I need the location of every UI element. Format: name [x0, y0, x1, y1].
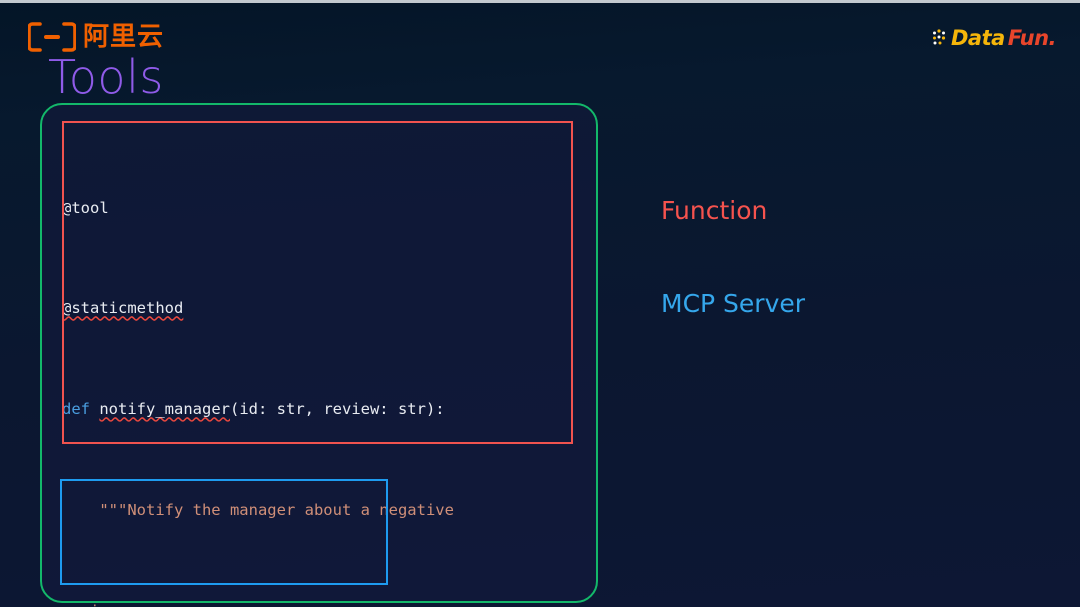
code-line-3: def notify_manager(id: str, review: str)…	[62, 397, 582, 422]
docstring-open: """Notify the manager about a negative	[99, 501, 454, 519]
code-line-1: @tool	[62, 196, 582, 221]
docstring-wrap: review.	[62, 602, 127, 607]
datafun-logo: Data Fun.	[932, 25, 1057, 50]
tools-code-container	[40, 103, 598, 603]
signature-notify-manager: (id: str, review: str):	[230, 400, 445, 419]
keyword-def-1: def	[62, 400, 90, 419]
alibaba-cloud-logo: 阿里云	[28, 22, 164, 52]
code-line-4: """Notify the manager about a negative	[62, 498, 582, 523]
code-line-2: @staticmethod	[62, 296, 582, 321]
datafun-dots-icon	[932, 28, 948, 48]
page-title: Tools	[48, 50, 164, 104]
decorator-staticmethod-1: @staticmethod	[62, 299, 184, 318]
alibaba-cloud-logo-text: 阿里云	[83, 22, 165, 52]
top-edge-strip	[0, 0, 1080, 3]
function-name-notify-manager: notify_manager	[99, 400, 230, 419]
datafun-logo-text-data: Data	[950, 25, 1005, 50]
alibaba-cloud-logo-icon	[28, 22, 76, 52]
datafun-logo-text-fun: Fun.	[1007, 25, 1057, 50]
callout-label-function: Function	[661, 196, 768, 225]
code-line-5: review.	[62, 599, 582, 607]
callout-label-mcp-server: MCP Server	[661, 289, 806, 318]
python-code-block: @tool @staticmethod def notify_manager(i…	[62, 120, 582, 607]
decorator-tool: @tool	[62, 198, 109, 217]
